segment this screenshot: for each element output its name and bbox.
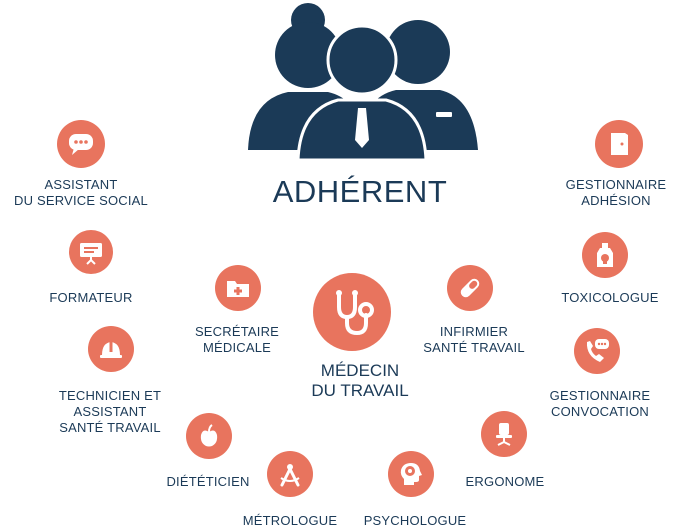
adherent-title: ADHÉRENT: [272, 174, 448, 209]
phone-chat-icon: [586, 339, 609, 362]
apple-icon: [200, 424, 218, 447]
formateur-node: [69, 230, 113, 274]
psychologue-node: [388, 451, 434, 497]
toxicologue-node: [582, 232, 628, 278]
technicien-node: [88, 326, 134, 372]
pill-capsule-icon: [460, 278, 480, 298]
toxicologue-label: TOXICOLOGUE: [561, 290, 659, 305]
secretaire-label: SECRÉTAIRE MÉDICALE: [194, 324, 280, 355]
compass-icon: [280, 464, 300, 487]
gestionnaire-adhesion-node: [595, 120, 643, 168]
stethoscope-icon: [336, 290, 374, 336]
ergonome-label: ERGONOME: [465, 474, 545, 489]
secretaire-node: [215, 265, 261, 311]
chat-bubbles-icon: [69, 134, 93, 155]
gestionnaire-convocation-node: [574, 328, 620, 374]
psychologue-label: PSYCHOLOGUE: [363, 513, 467, 528]
metrologue-label: MÉTROLOGUE: [242, 513, 338, 528]
head-brain-icon: [400, 463, 422, 485]
assistant-social-node: [57, 120, 105, 168]
gestionnaire-convocation-label: GESTIONNAIRE CONVOCATION: [549, 388, 651, 419]
assistant-social-label: ASSISTANT DU SERVICE SOCIAL: [14, 177, 148, 208]
door-icon: [611, 133, 628, 155]
technicien-label: TECHNICIEN ET ASSISTANT SANTÉ TRAVAIL: [58, 388, 162, 435]
presentation-board-icon: [80, 243, 102, 265]
people-group-icon: [248, 3, 478, 162]
dieteticien-node: [186, 413, 232, 459]
hard-hat-icon: [100, 342, 122, 358]
ergonome-node: [481, 411, 527, 457]
infirmier-node: [447, 265, 493, 311]
metrologue-node: [267, 451, 313, 497]
medecin-label: MÉDECIN DU TRAVAIL: [311, 361, 409, 400]
gestionnaire-adhesion-label: GESTIONNAIRE ADHÉSION: [565, 177, 667, 208]
poison-bottle-icon: [597, 243, 613, 267]
office-chair-icon: [496, 423, 512, 446]
formateur-label: FORMATEUR: [49, 290, 133, 305]
dieteticien-label: DIÉTÉTICIEN: [166, 474, 250, 489]
medecin-node: [313, 273, 391, 351]
infirmier-label: INFIRMIER SANTÉ TRAVAIL: [423, 324, 525, 355]
medical-folder-icon: [227, 281, 249, 297]
